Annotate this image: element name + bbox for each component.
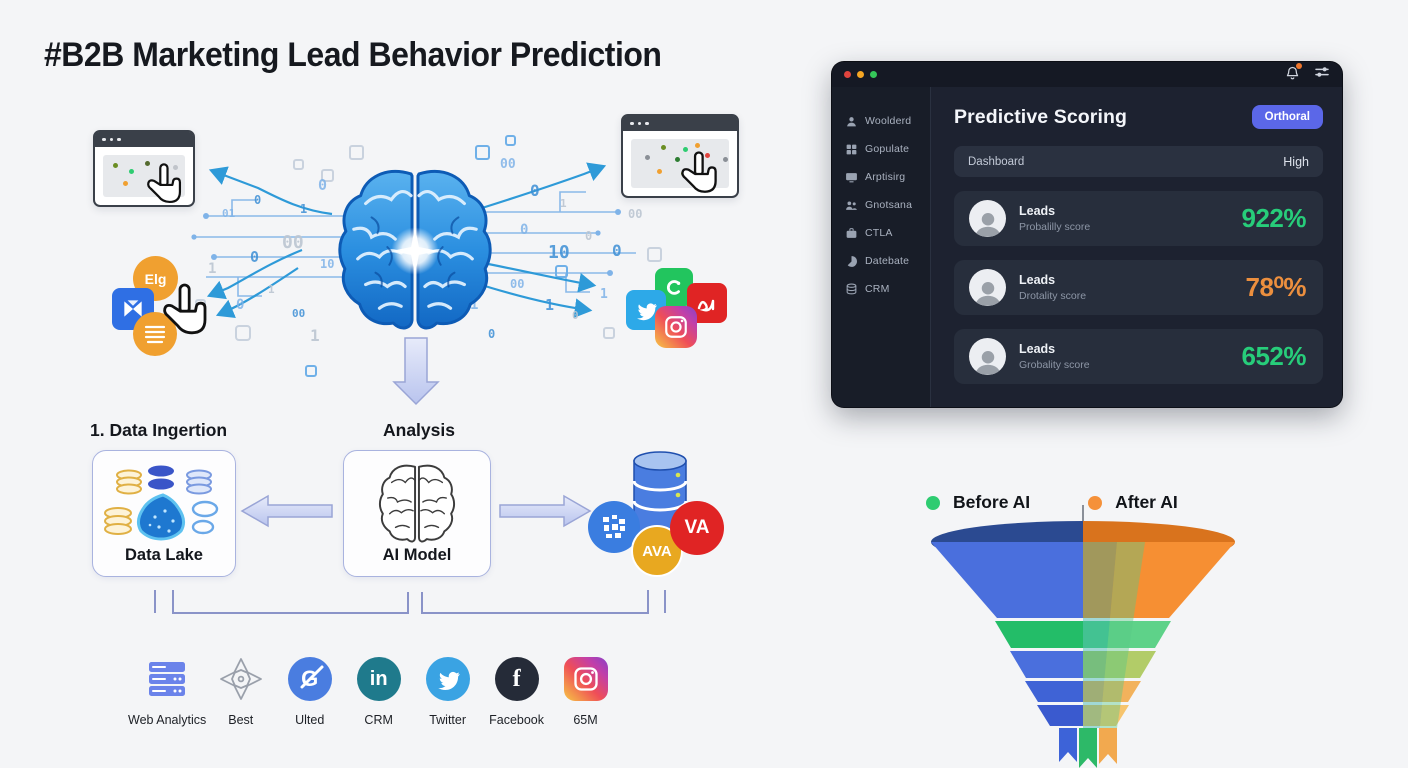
funnel-legend: Before AI After AI xyxy=(926,492,1178,513)
legend-before-ai: Before AI xyxy=(926,492,1030,513)
channel-twitter: Twitter xyxy=(413,656,482,727)
compass-diamond-icon xyxy=(218,656,264,702)
bottom-brackets xyxy=(154,590,666,614)
lead-card-2[interactable]: Leads Drotality score 78⁰% xyxy=(954,260,1323,315)
notification-badge xyxy=(1296,62,1302,69)
lead-score: 652% xyxy=(1241,341,1307,371)
lead-card-1[interactable]: Leads Probalilly score 922% xyxy=(954,191,1323,246)
step2-label: Analysis xyxy=(383,420,455,440)
sidebar-item-woolderd[interactable]: Woolderd xyxy=(832,107,930,135)
browser-titlebar xyxy=(95,132,193,147)
channel-web-analytics: Web Analytics xyxy=(128,656,206,727)
linkedin-in-icon: in xyxy=(356,656,402,702)
server-analytics-icon xyxy=(144,656,190,702)
step1-label: 1. Data Ingertion xyxy=(90,420,228,440)
sidebar-item-arptisirg[interactable]: Arptisirg xyxy=(832,163,930,191)
window-titlebar xyxy=(832,62,1342,87)
arrow-ai-to-databases xyxy=(499,494,592,528)
page-title: #B2B Marketing Lead Behavior Prediction xyxy=(44,36,662,74)
data-lake-illustration xyxy=(93,461,235,545)
avatar xyxy=(969,200,1006,237)
app-sidebar: Woolderd Gopulate Arptisirg Gnotsana CTL… xyxy=(832,87,931,407)
arrow-ai-to-datalake xyxy=(240,494,333,528)
sidebar-item-gopulate[interactable]: Gopulate xyxy=(832,135,930,163)
legend-after-ai: After AI xyxy=(1088,492,1178,513)
cursor-hand-icon xyxy=(163,283,207,335)
lead-subtitle: Grobality score xyxy=(1019,359,1090,371)
sidebar-item-ctla[interactable]: CTLA xyxy=(832,219,930,247)
app-main: Predictive Scoring Orthoral Dashboard Hi… xyxy=(931,87,1342,407)
dashboard-label: Dashboard xyxy=(968,155,1025,168)
traffic-light-close[interactable] xyxy=(844,71,851,78)
data-lake-box: Data Lake xyxy=(92,450,236,577)
filter-sliders-icon[interactable] xyxy=(1314,65,1330,84)
dashboard-row[interactable]: Dashboard High xyxy=(954,146,1323,177)
app-title: Predictive Scoring xyxy=(954,105,1128,128)
ai-model-label: AI Model xyxy=(382,546,452,564)
browser-window-left xyxy=(93,130,195,207)
ai-model-box: AI Model xyxy=(343,450,491,577)
lead-score: 922% xyxy=(1241,203,1307,233)
orthoral-button[interactable]: Orthoral xyxy=(1251,105,1323,129)
lead-subtitle: Probalilly score xyxy=(1019,221,1091,233)
instagram-icon xyxy=(563,656,609,702)
channel-facebook: f Facebook xyxy=(482,656,551,727)
cursor-hand-icon xyxy=(147,163,182,204)
notification-bell-icon[interactable] xyxy=(1285,62,1302,85)
lead-subtitle: Drotality score xyxy=(1019,290,1087,302)
sidebar-item-gnotsana[interactable]: Gnotsana xyxy=(832,191,930,219)
ai-model-brain-outline xyxy=(344,461,490,543)
data-lake-label: Data Lake xyxy=(125,546,203,564)
lead-card-3[interactable]: Leads Grobality score 652% xyxy=(954,329,1323,384)
avatar xyxy=(969,269,1006,306)
va-badge: VA xyxy=(670,501,724,555)
lead-score: 78⁰% xyxy=(1245,272,1307,302)
channel-icon-row: Web Analytics Best G Ulted in CRM xyxy=(128,656,620,727)
legend-dot-orange xyxy=(1088,495,1103,510)
circuit-traces-left xyxy=(194,199,344,297)
lead-name: Leads xyxy=(1019,342,1056,356)
ai-brain-illustration xyxy=(338,169,492,330)
channel-65m: 65M xyxy=(551,656,620,727)
sidebar-item-datebate[interactable]: Datebate xyxy=(832,247,930,275)
instagram-icon xyxy=(655,306,697,348)
browser-titlebar xyxy=(623,116,737,131)
facebook-f-icon: f xyxy=(494,656,540,702)
twitter-bird-icon xyxy=(425,656,471,702)
lead-name: Leads xyxy=(1019,273,1056,287)
down-arrow xyxy=(392,337,440,406)
funnel-chart xyxy=(931,521,1235,768)
predictive-scoring-window: Woolderd Gopulate Arptisirg Gnotsana CTL… xyxy=(832,62,1342,407)
circuit-nodes-left xyxy=(191,213,217,260)
browser-window-right xyxy=(621,114,739,198)
g-slash-icon: G xyxy=(287,656,333,702)
channel-ulted: G Ulted xyxy=(275,656,344,727)
traffic-light-zoom[interactable] xyxy=(870,71,877,78)
channel-best: Best xyxy=(206,656,275,727)
high-label: High xyxy=(1283,154,1309,169)
avatar xyxy=(969,338,1006,375)
sidebar-item-crm[interactable]: CRM xyxy=(832,275,930,303)
cursor-hand-icon xyxy=(681,151,717,193)
channel-crm: in CRM xyxy=(344,656,413,727)
legend-dot-green xyxy=(926,495,940,510)
traffic-light-minimize[interactable] xyxy=(857,71,864,78)
database-cluster: AVA VA xyxy=(588,443,724,577)
lead-name: Leads xyxy=(1019,204,1056,218)
